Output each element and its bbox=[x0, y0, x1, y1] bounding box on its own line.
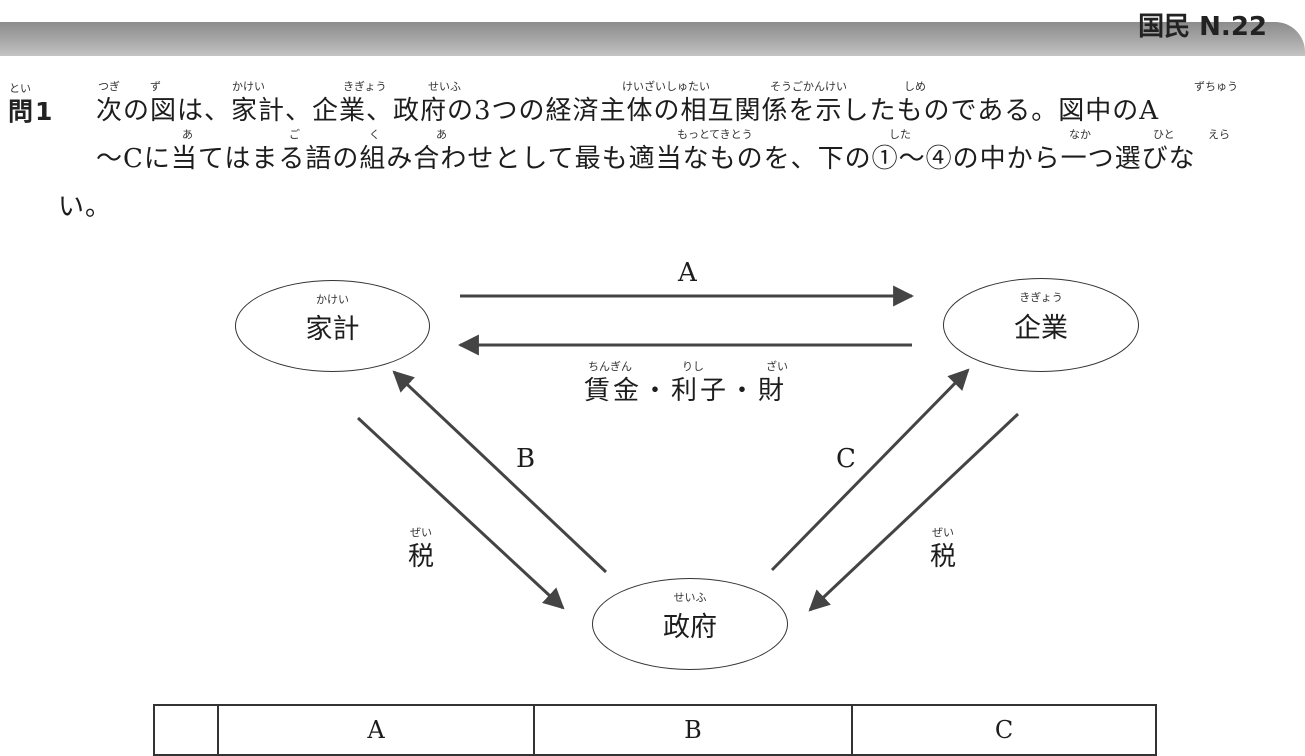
ruby-hito: ひと bbox=[1153, 128, 1175, 141]
node-household-label: 家計 bbox=[305, 313, 360, 345]
answer-header-b: B bbox=[533, 704, 853, 756]
ruby-kigyou: きぎょう bbox=[343, 80, 387, 93]
question-line-3: い。 bbox=[58, 192, 113, 222]
ruby-tekitou: てきとう bbox=[709, 128, 753, 141]
label-tax-right: 税 bbox=[930, 542, 957, 572]
node-government-label: 政府 bbox=[663, 611, 717, 643]
ruby-naka: なか bbox=[1069, 128, 1091, 141]
arrow-government-to-household bbox=[392, 370, 608, 574]
arrow-firm-to-government bbox=[808, 412, 1020, 612]
ruby-sougo: そうごかんけい bbox=[770, 80, 847, 93]
answer-header-c: C bbox=[851, 704, 1157, 756]
label-c: C bbox=[836, 444, 856, 474]
ruby-ku: く bbox=[369, 128, 380, 141]
question-line-1: 次の図は、家計、企業、政府の3つの経済主体の相互関係を示したものである。図中のA bbox=[96, 96, 1160, 126]
answer-table: A B C bbox=[153, 704, 1157, 756]
wages-ruby-chingin: ちんぎん bbox=[588, 360, 632, 373]
wages-ruby-rishi: りし bbox=[682, 360, 704, 373]
ruby-a1: あ bbox=[182, 128, 193, 141]
node-household: かけい 家計 bbox=[235, 280, 430, 372]
node-firm-ruby: きぎょう bbox=[1019, 291, 1063, 304]
question-line-2: ～Cに当てはまる語の組み合わせとして最も適当なものを、下の①～④の中から一つ選び… bbox=[96, 144, 1196, 174]
label-a: A bbox=[678, 258, 697, 288]
ruby-shime: しめ bbox=[904, 80, 926, 93]
node-household-ruby: かけい bbox=[316, 293, 349, 306]
label-wages-interest-goods: 賃金・利子・財 bbox=[584, 376, 788, 406]
ruby-seifu: せいふ bbox=[428, 80, 461, 93]
label-tax-left: 税 bbox=[408, 542, 435, 572]
ruby-era: えら bbox=[1208, 128, 1230, 141]
ruby-zu: ず bbox=[150, 80, 161, 93]
header-band: 国民 N.22 bbox=[0, 12, 1305, 56]
arrow-household-to-government bbox=[356, 416, 565, 610]
ruby-a2: あ bbox=[436, 128, 447, 141]
node-government-ruby: せいふ bbox=[673, 591, 707, 604]
ruby-kakei: かけい bbox=[232, 80, 265, 93]
question-number: 問1 bbox=[8, 97, 55, 126]
ruby-shita: した bbox=[889, 128, 911, 141]
node-government: せいふ 政府 bbox=[592, 578, 788, 670]
label-b: B bbox=[516, 444, 536, 474]
node-firm: きぎょう 企業 bbox=[943, 278, 1139, 372]
ruby-go: ご bbox=[289, 128, 300, 141]
ruby-toi: とい bbox=[9, 82, 31, 95]
arrow-government-to-firm bbox=[770, 368, 970, 572]
answer-table-header-row: A B C bbox=[153, 704, 1157, 756]
answer-header-a: A bbox=[217, 704, 535, 756]
answer-header-blank bbox=[153, 704, 219, 756]
tax-right-ruby: ぜい bbox=[932, 526, 954, 539]
ruby-motto: もっと bbox=[677, 128, 710, 141]
ruby-zuchuu: ずちゅう bbox=[1194, 80, 1238, 93]
tax-left-ruby: ぜい bbox=[410, 526, 432, 539]
ruby-keizai: けいざいしゅたい bbox=[622, 80, 710, 93]
node-firm-label: 企業 bbox=[1014, 312, 1068, 344]
ruby-tsugi: つぎ bbox=[98, 80, 120, 93]
page-corner-label: 国民 N.22 bbox=[1138, 12, 1267, 42]
wages-ruby-zai: ざい bbox=[766, 360, 788, 373]
